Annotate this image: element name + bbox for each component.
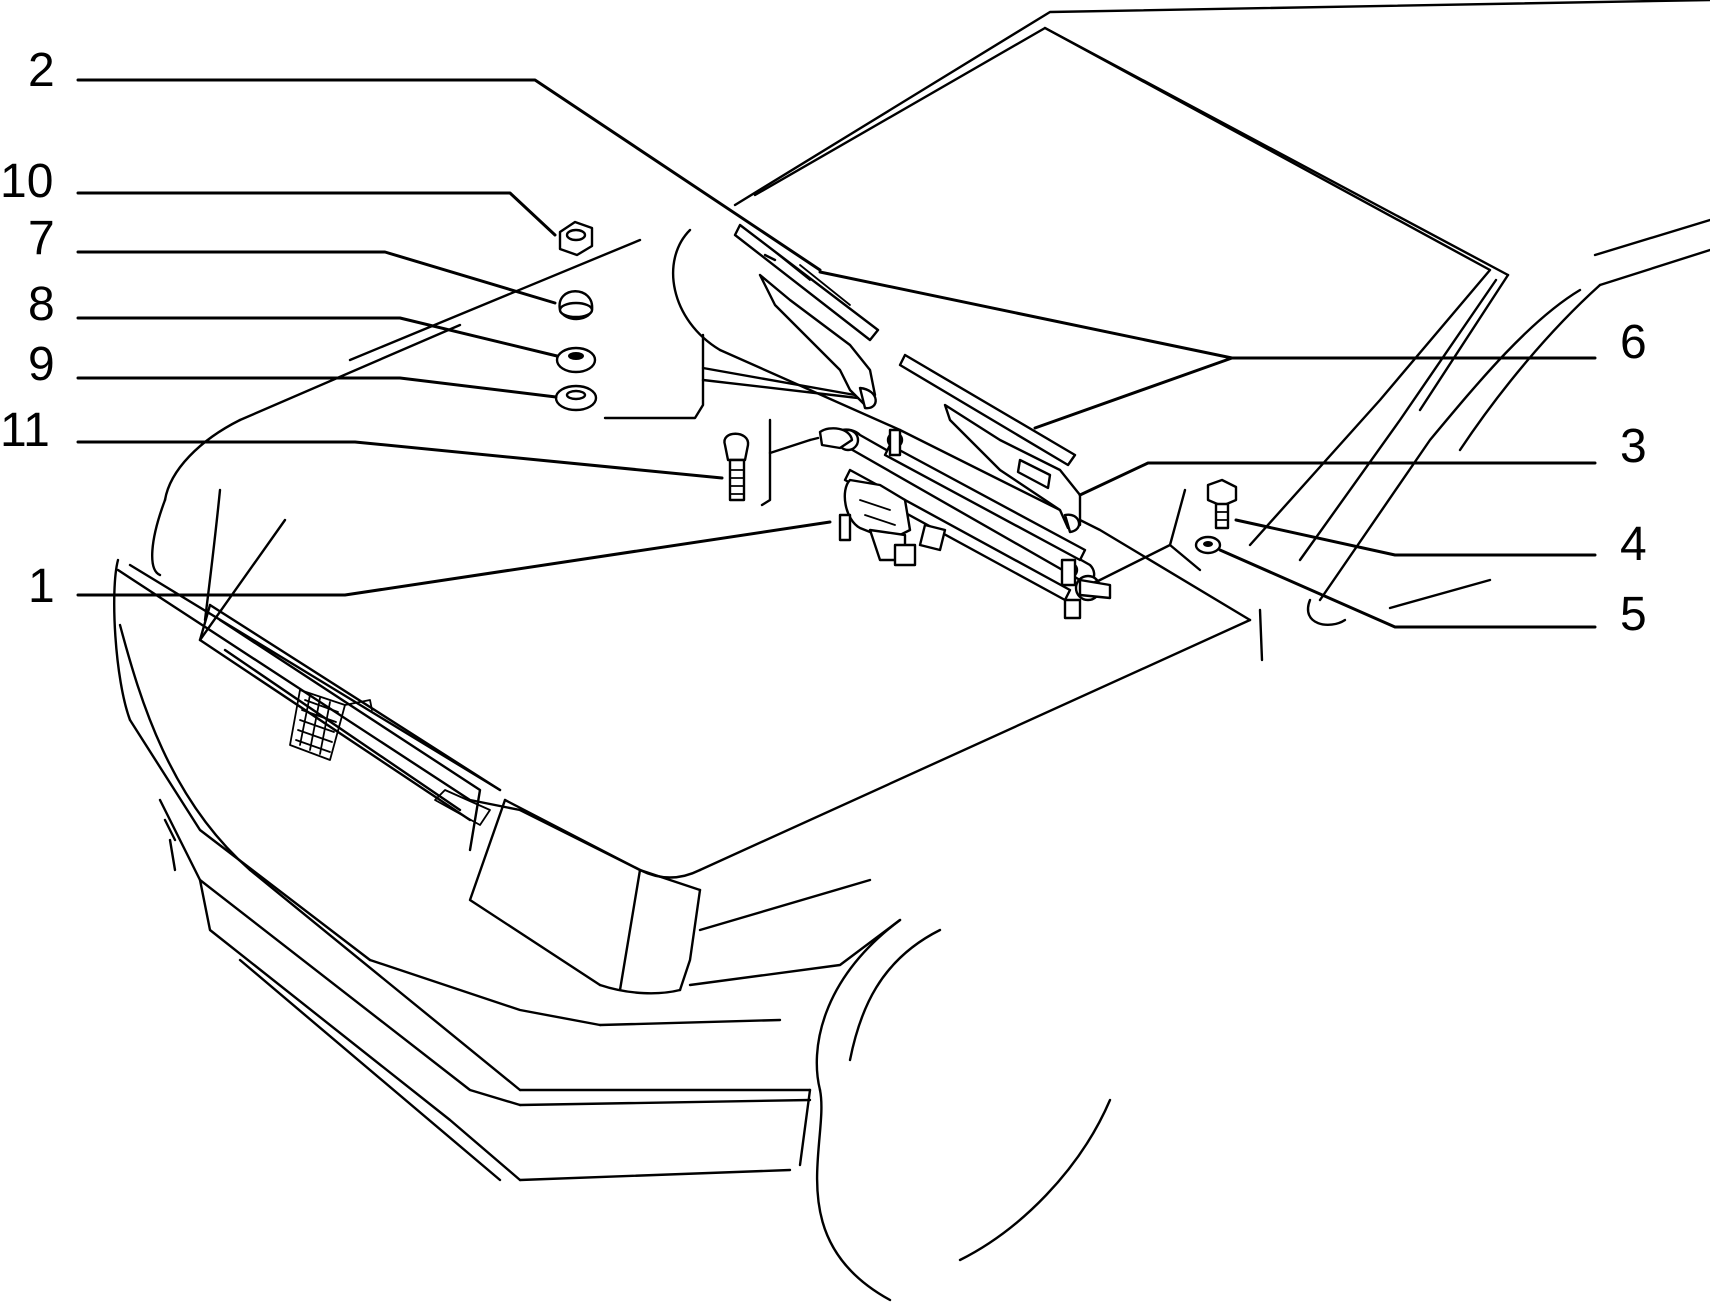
callout-labels: 2 10 7 8 9 11 1 6 3 4 5 [0, 44, 1647, 641]
leader-3 [1078, 461, 1597, 497]
wiper-motor [838, 478, 947, 567]
callout-4: 4 [1620, 518, 1647, 571]
callout-2: 2 [28, 44, 55, 97]
nut-part-8 [555, 346, 597, 374]
leader-4 [1234, 518, 1597, 557]
nut-part-10 [558, 220, 594, 257]
callout-8: 8 [28, 278, 55, 331]
leader-2 [76, 78, 822, 272]
bracket-bolt-11 [760, 418, 820, 507]
car-body-outline [113, 0, 1710, 1302]
bolt-part-4 [1206, 478, 1238, 530]
leader-8 [76, 316, 559, 358]
wiper-arm-right [943, 403, 1082, 534]
callout-1: 1 [28, 560, 55, 613]
bracket-washers [603, 333, 860, 420]
leader-lines [76, 78, 1597, 629]
wiper-arm-left [758, 273, 877, 410]
bolt-part-11 [723, 432, 750, 502]
callout-11: 11 [0, 404, 50, 457]
leader-7 [76, 250, 557, 305]
wiper-blade-right [898, 353, 1077, 467]
callout-7: 7 [28, 212, 55, 265]
leader-5 [1218, 548, 1597, 629]
leader-9 [76, 376, 558, 399]
leader-11 [76, 440, 724, 480]
callout-5: 5 [1620, 588, 1647, 641]
callout-9: 9 [28, 338, 55, 391]
wiper-blade-left [733, 223, 880, 342]
washer-part-9 [554, 384, 598, 412]
leader-10 [76, 191, 557, 237]
bracket-bolt-4 [1093, 488, 1202, 584]
leader-1 [76, 520, 832, 597]
washer-part-5 [1194, 535, 1222, 555]
cap-part-7 [558, 290, 594, 321]
grille-badge [289, 689, 373, 761]
callout-10: 10 [0, 155, 53, 208]
callout-3: 3 [1620, 420, 1647, 473]
callout-6: 6 [1620, 316, 1647, 369]
